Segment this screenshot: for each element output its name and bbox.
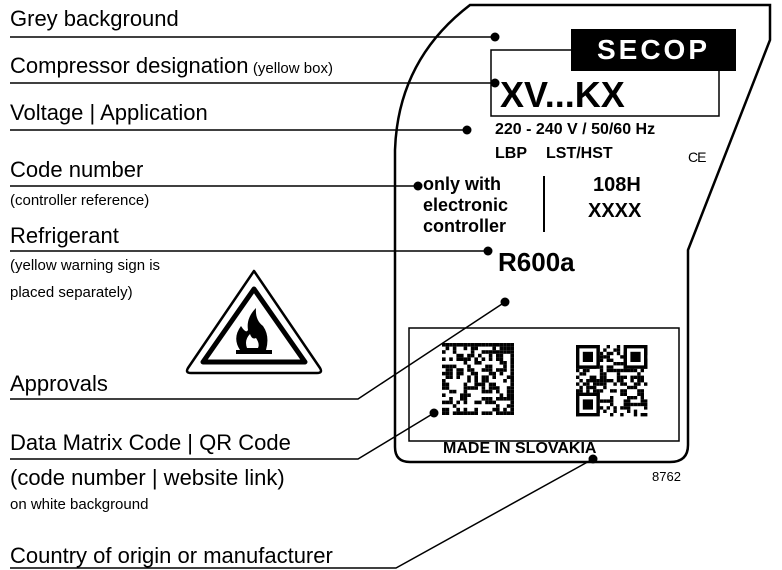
callout-refrigerant: Refrigerant [10,223,119,248]
callout-refrigerant-note-2: placed separately) [10,284,133,301]
brand-logo: SECOP [571,29,736,71]
callout-data-matrix-qr-note-2: on white background [10,496,149,513]
application-lst-hst: LST/HST [546,145,613,162]
made-in-text: MADE IN SLOVAKIA [443,440,597,457]
code-line-2: XXXX [588,200,642,222]
ce-mark: CE [688,149,706,165]
callout-approvals: Approvals [10,371,108,396]
brand-name: SECOP [596,34,711,65]
callout-grey-background: Grey background [10,6,179,31]
flammable-warning-icon [185,269,323,375]
callout-country-of-origin: Country of origin or manufacturer [10,543,333,568]
model-designation: XV...KX [500,74,625,115]
application-lbp: LBP [495,145,527,162]
controller-line-3: controller [423,216,507,236]
figure-number: 8762 [652,469,681,484]
controller-line-1: only with [423,174,501,194]
refrigerant-text: R600a [498,247,575,277]
callout-data-matrix-qr: Data Matrix Code | QR Code [10,430,291,455]
label-plate-outline [393,3,772,464]
callout-voltage-application: Voltage | Application [10,100,208,125]
callout-code-number-note: (controller reference) [10,192,150,209]
data-matrix-code-icon [442,343,514,415]
callout-data-matrix-qr-note: (code number | website link) [10,465,285,490]
code-area-box [408,327,680,442]
qr-code-icon [576,345,648,417]
callout-refrigerant-note-1: (yellow warning sign is [10,257,161,274]
code-line-1: 108H [593,174,641,196]
callout-code-number: Code number [10,157,144,182]
voltage-text: 220 - 240 V / 50/60 Hz [495,121,656,138]
controller-line-2: electronic [423,195,509,215]
callout-compressor-designation: Compressor designation (yellow box) [10,53,333,78]
